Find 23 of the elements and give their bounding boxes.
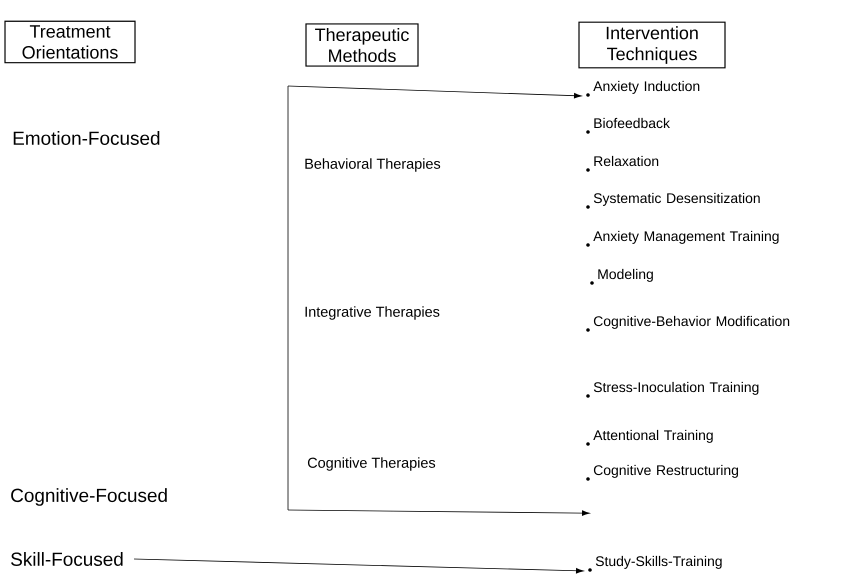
- arrow: [134, 558, 584, 574]
- arrow: [288, 510, 590, 516]
- header-box: Therapeutic Methods: [305, 23, 419, 67]
- technique-item: Cognitive Restructuring: [594, 464, 738, 478]
- orientation-label: Cognitive-Focused: [11, 488, 167, 506]
- technique-item: Anxiety Induction: [593, 80, 700, 94]
- technique-item: Biofeedback: [594, 118, 670, 128]
- technique-item: Attentional Training: [593, 430, 713, 443]
- orientation-label: Emotion-Focused: [14, 131, 160, 145]
- method-label: Integrative Therapies: [306, 306, 440, 320]
- arrow: [288, 86, 582, 98]
- technique-item: Anxiety Management Training: [593, 230, 779, 244]
- technique-item: Relaxation: [594, 156, 658, 166]
- technique-item: Stress-Inoculation Training: [594, 382, 758, 395]
- technique-item: Study-Skills-Training: [596, 556, 722, 569]
- header-box: Intervention Techniques: [578, 22, 726, 68]
- orientation-label: Skill-Focused: [11, 552, 123, 566]
- method-label: Cognitive Therapies: [308, 457, 436, 471]
- technique-item: Systematic Desensitization: [594, 192, 760, 206]
- header-box: Treatment Orientations: [4, 20, 136, 64]
- technique-item: Cognitive-Behavior Modification: [594, 316, 790, 329]
- method-label: Behavioral Therapies: [305, 158, 440, 172]
- technique-item: Modeling: [598, 268, 653, 282]
